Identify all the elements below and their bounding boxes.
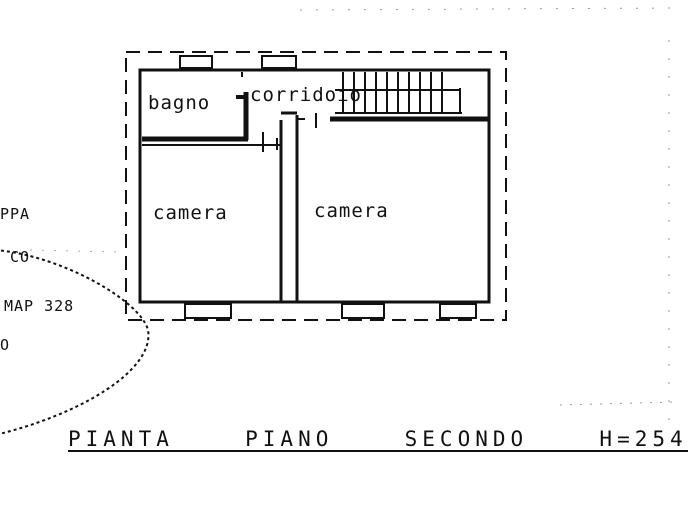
room-label-corridoio: corridoio <box>250 84 362 106</box>
window-bottom-left <box>184 303 232 319</box>
dotted-reference-line <box>29 249 121 253</box>
outer-boundary <box>125 51 507 321</box>
exterior-wall <box>138 68 491 304</box>
margin-fragment: PPA <box>0 205 31 223</box>
plan-caption: PIANTA PIANO SECONDO H=254 <box>68 427 688 452</box>
room-label-camera-right: camera <box>314 200 389 222</box>
window-top-left <box>179 55 213 69</box>
margin-fragment: O <box>0 336 11 354</box>
window-bottom-mid <box>341 303 385 319</box>
margin-fragment: CO <box>10 248 31 266</box>
window-top-mid <box>261 55 297 69</box>
room-label-bagno: bagno <box>148 92 211 114</box>
floor-plan-drawing <box>0 7 675 435</box>
margin-fragment: MAP 328 <box>4 297 75 315</box>
room-label-camera-left: camera <box>153 202 228 224</box>
top-dotted-border <box>299 7 675 11</box>
staircase <box>335 72 462 114</box>
parcel-outline <box>0 249 150 435</box>
dotted-reference-line <box>559 401 675 406</box>
window-bottom-right <box>439 303 477 319</box>
